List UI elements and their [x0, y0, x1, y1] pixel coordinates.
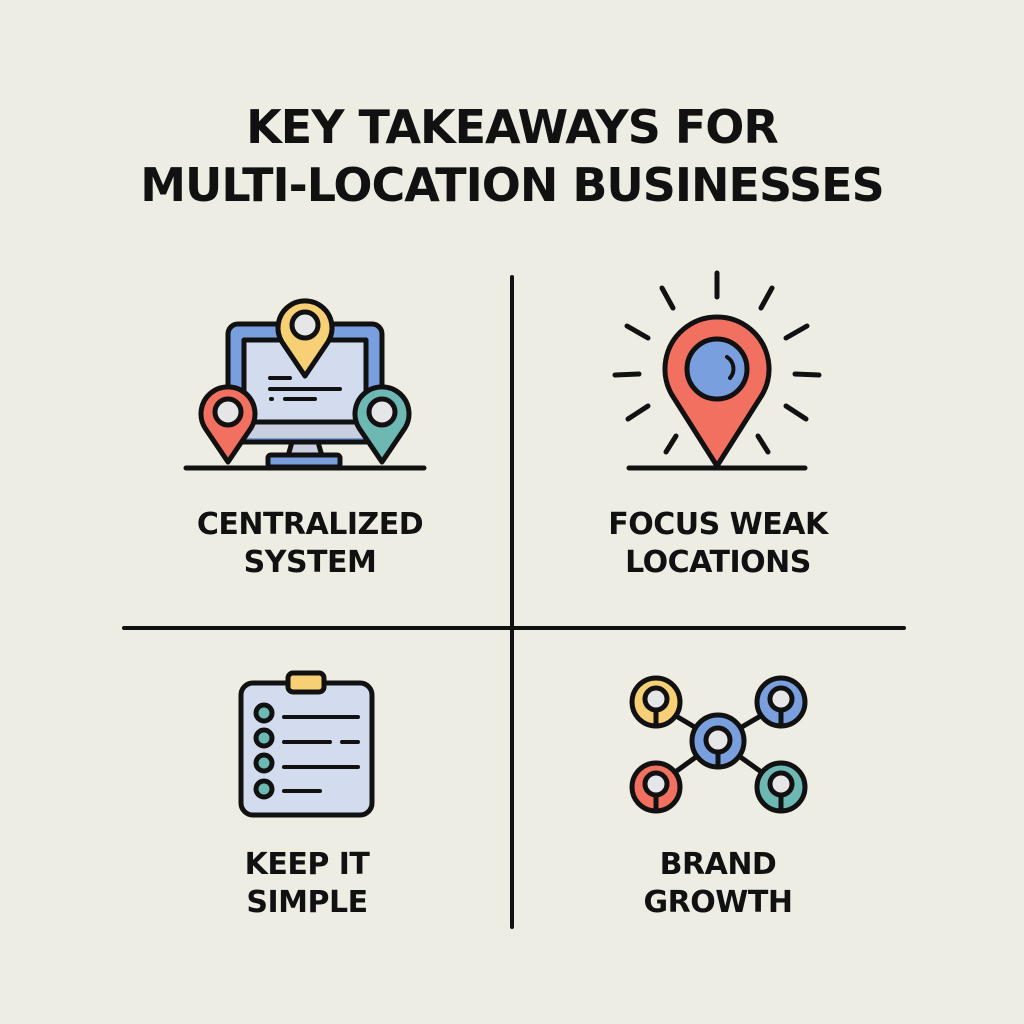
horizontal-divider [122, 626, 906, 630]
network-nodes-icon [629, 675, 808, 814]
quadrant-label-brand-growth: BRAND GROWTH [643, 847, 793, 920]
monitor-with-location-pins-icon [183, 298, 427, 471]
vertical-divider [510, 275, 514, 929]
title-line-2: MULTI-LOCATION BUSINESSES [140, 158, 884, 212]
page-title: KEY TAKEAWAYS FOR MULTI-LOCATION BUSINES… [0, 98, 1024, 214]
quadrant-label-focus-weak-locations: FOCUS WEAK LOCATIONS [608, 507, 828, 580]
title-line-1: KEY TAKEAWAYS FOR [246, 100, 779, 154]
highlighted-location-pin-icon [612, 270, 822, 471]
clipboard-checklist-icon [238, 670, 375, 818]
quadrant-label-keep-it-simple: KEEP IT SIMPLE [244, 847, 370, 920]
quadrant-label-centralized-system: CENTRALIZED SYSTEM [196, 507, 424, 580]
